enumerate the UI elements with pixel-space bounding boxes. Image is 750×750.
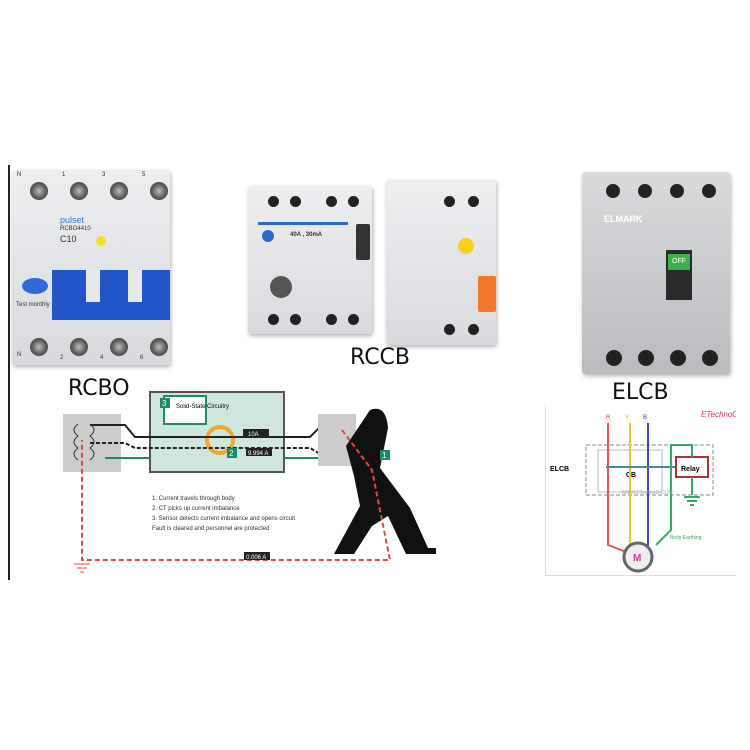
elcb-label: ELCB — [612, 380, 669, 405]
off-indicator: OFF — [668, 254, 690, 270]
terminal-label: N — [17, 172, 22, 178]
ct-ring — [205, 425, 235, 455]
phase-b: B — [643, 415, 647, 421]
relay-text: Relay — [681, 466, 700, 473]
frame-edge — [8, 165, 10, 580]
current-mid: 9.994 A — [248, 451, 268, 457]
rcbo-label: RCBO — [68, 376, 130, 401]
indicator-dot — [96, 236, 106, 246]
elcb-device-photo: ELMARK OFF — [582, 172, 730, 374]
person-silhouette — [334, 408, 436, 554]
terminal-label: 1 — [62, 172, 66, 178]
test-label: Test monthly — [16, 302, 50, 308]
cb-text: CB — [626, 472, 636, 479]
etechnog-logo: ETechnoG — [701, 410, 736, 419]
solid-state-box — [163, 395, 207, 425]
brand-label: ELMARK — [604, 214, 643, 224]
rccb-device-photo-1: 40A , 30mA — [248, 186, 372, 334]
motor-icon — [622, 541, 654, 573]
elcb-schematic: ETechnoG R Y B ELCB CB Relay WWW.ETechno… — [545, 405, 736, 576]
step-text-4: Fault is cleared and personnel are prote… — [152, 526, 269, 532]
rcbo-device-photo: N 1 3 5 pulset RCBO4410 C10 Test monthly… — [12, 170, 170, 365]
rating-label: 40A , 30mA — [290, 232, 323, 238]
rccb-label: RCCB — [350, 345, 411, 370]
terminal-label: 6 — [140, 355, 144, 361]
brand-label: pulset — [60, 215, 85, 225]
elcb-text: ELCB — [550, 466, 569, 473]
model-label: RCBO4410 — [60, 226, 91, 232]
rating-label: C10 — [60, 234, 77, 244]
ground-icon — [74, 563, 90, 573]
step-text-3: 3. Sensor detects current imbalance and … — [152, 516, 295, 522]
rcbo-toggle-handle[interactable] — [52, 270, 170, 320]
terminal-label: N — [17, 352, 22, 358]
terminal-label: 4 — [100, 355, 104, 361]
terminal-label: 3 — [102, 172, 106, 178]
phase-r: R — [606, 415, 611, 421]
terminal-label: 2 — [60, 355, 64, 361]
solid-state-label: Solid-State Circuitry — [176, 404, 229, 410]
current-top: 10A — [248, 432, 259, 438]
motor-label: M — [633, 553, 641, 564]
step-text-2: 2. CT picks up current imbalance — [152, 506, 240, 512]
current-ground: 0.006 A — [246, 555, 266, 561]
fault-current-path — [81, 429, 392, 561]
earth-wire — [655, 444, 700, 546]
phase-y: Y — [625, 415, 629, 421]
neutral-wire — [90, 442, 350, 456]
terminal-label: 5 — [142, 172, 146, 178]
step1-badge: 1 — [382, 451, 387, 460]
rccb-toggle[interactable] — [356, 224, 370, 260]
test-button[interactable] — [22, 278, 48, 294]
body-earthing-label: Body Earthing — [670, 535, 702, 541]
rccb-device-photo-2 — [386, 180, 496, 345]
step2-badge: 2 — [229, 449, 234, 458]
step-text-1: 1. Current travels through body — [152, 496, 235, 502]
rccb-toggle-orange[interactable] — [478, 276, 496, 312]
rcbo-fault-diagram: Solid-State Circuitry 3 10A 9.994 A 2 1 … — [63, 391, 436, 573]
test-button[interactable] — [458, 238, 474, 254]
test-button[interactable] — [270, 276, 292, 298]
elcb-boundary — [585, 444, 714, 496]
step3-badge: 3 — [162, 399, 167, 408]
watermark: WWW.ETechnoG.COM — [621, 490, 673, 496]
elcb-toggle[interactable]: OFF — [666, 250, 692, 300]
